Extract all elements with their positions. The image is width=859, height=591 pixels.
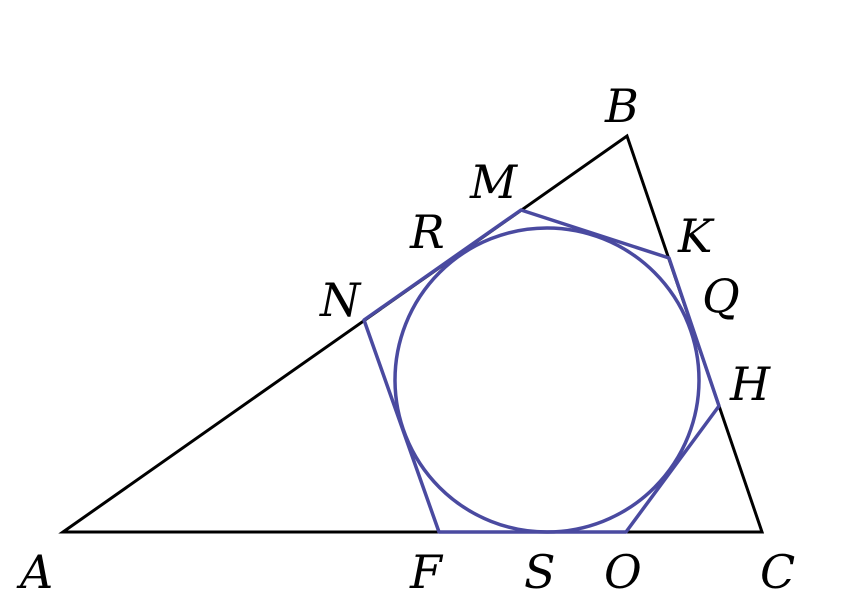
label-f: F bbox=[409, 545, 444, 591]
label-m: M bbox=[469, 155, 519, 209]
label-q: Q bbox=[702, 269, 740, 323]
label-c: C bbox=[760, 545, 795, 591]
triangle-abc bbox=[58, 133, 765, 534]
label-n: N bbox=[319, 273, 362, 327]
inscribed-circle bbox=[393, 226, 701, 534]
label-k: K bbox=[677, 209, 715, 263]
label-a: A bbox=[16, 545, 53, 591]
label-r: R bbox=[409, 205, 445, 259]
label-b: B bbox=[604, 79, 639, 133]
hexagon-nmkhof bbox=[362, 208, 721, 534]
label-h: H bbox=[729, 357, 771, 411]
label-o: O bbox=[604, 545, 642, 591]
label-s: S bbox=[524, 545, 556, 591]
